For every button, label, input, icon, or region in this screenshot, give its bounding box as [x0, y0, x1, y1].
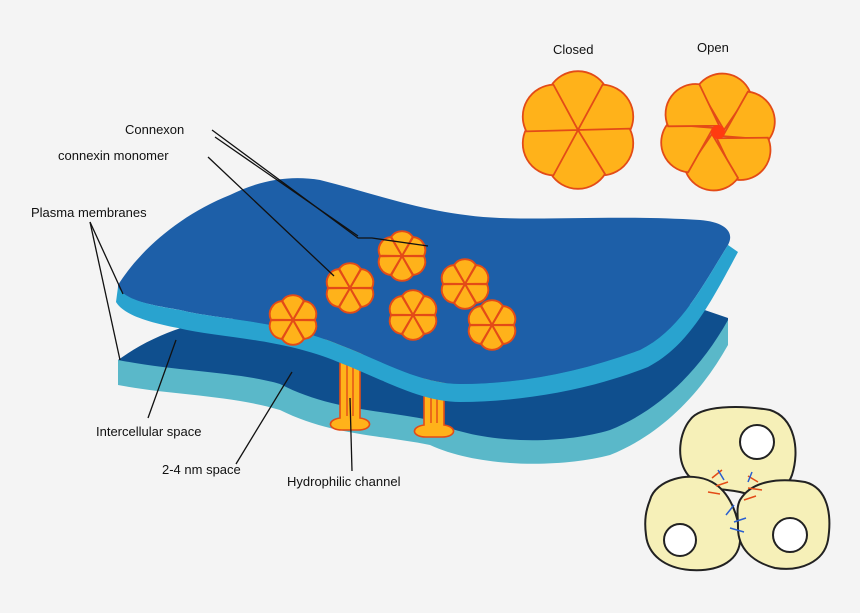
cell-nucleus [739, 424, 775, 460]
nm-space-leader [235, 371, 293, 465]
connexin-leader [207, 156, 335, 277]
closed-label: Closed [553, 42, 594, 57]
intercellular-leader [147, 339, 177, 419]
connexon-leader [214, 136, 359, 237]
plasma-membrane-leader [89, 221, 121, 361]
open-connexon [650, 72, 786, 192]
leader-lines [89, 129, 429, 472]
connexon-leader [211, 129, 429, 247]
nm-space-label: 2-4 nm space [162, 462, 241, 477]
intercellular-space-label: Intercellular space [96, 424, 202, 439]
open-pore [711, 125, 725, 139]
cell-nucleus [663, 523, 697, 557]
connexon-label: Connexon [125, 122, 185, 137]
closed-connexon [512, 70, 644, 190]
upper-membrane-edge [116, 245, 738, 402]
plasma-membranes-label: Plasma membranes [31, 205, 147, 220]
connexin-monomer-label: connexin monomer [58, 148, 169, 163]
junction-marks [707, 469, 763, 533]
upper-membrane [116, 178, 738, 402]
plasma-membrane-leader [89, 221, 124, 295]
cell-nucleus [772, 517, 808, 553]
hydrophilic-channel-label: Hydrophilic channel [287, 474, 401, 489]
upper-membrane-top [118, 178, 731, 384]
cell-cluster [644, 406, 831, 572]
channel-leader [349, 397, 353, 472]
open-label: Open [697, 40, 729, 55]
